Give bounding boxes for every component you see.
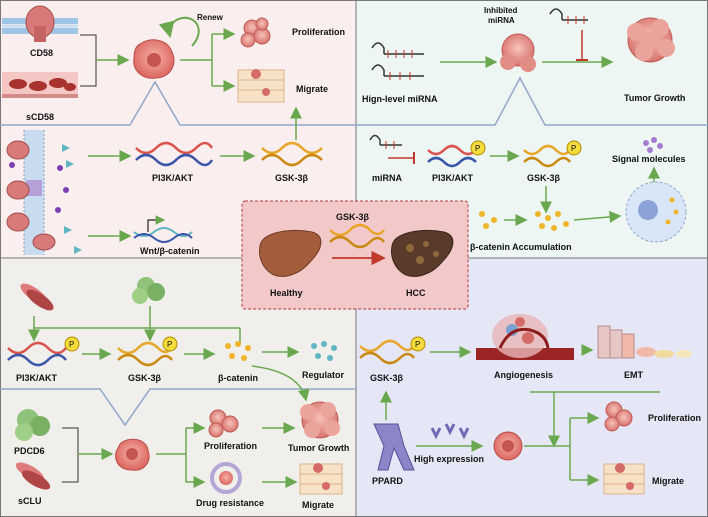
mirna-label: miRNA bbox=[372, 173, 403, 183]
target-cell-icon bbox=[625, 181, 687, 243]
beta-catenin-dots-icon bbox=[225, 341, 251, 361]
pi3k-akt-label: PI3K/AKT bbox=[432, 173, 474, 183]
center-gsk3b-label: GSK-3β bbox=[336, 212, 370, 222]
cancer-cell-icon bbox=[493, 431, 523, 461]
tumor-icon bbox=[300, 401, 340, 439]
angiogenesis-icon bbox=[476, 314, 574, 360]
proliferation-cells-icon bbox=[604, 401, 633, 432]
gsk3b-label: GSK-3β bbox=[128, 373, 162, 383]
divider-line bbox=[0, 388, 356, 427]
signal-molecules-icon bbox=[643, 137, 663, 153]
phospho-badge: P bbox=[475, 144, 480, 153]
gsk3b-helix-icon bbox=[523, 144, 571, 168]
migrate-label: Migrate bbox=[296, 84, 328, 94]
pi3k-akt-label: PI3K/AKT bbox=[16, 373, 58, 383]
complex-protein-icon bbox=[132, 277, 165, 304]
scd58-label: sCD58 bbox=[26, 112, 54, 122]
high-level-mirna-label: Hign-level miRNA bbox=[362, 94, 438, 104]
migrate-tissue-icon bbox=[299, 463, 343, 495]
tumor-growth-label: Tumor Growth bbox=[624, 93, 685, 103]
arrow bbox=[251, 365, 310, 402]
sclu-protein-icon bbox=[15, 462, 51, 490]
angiogenesis-label: Angiogenesis bbox=[494, 370, 553, 380]
cancer-cell-icon bbox=[500, 33, 536, 72]
high-expression-label: High expression bbox=[414, 454, 484, 464]
migrate-tissue-icon bbox=[603, 463, 645, 495]
inhibited-mirna-label-2: miRNA bbox=[488, 16, 515, 25]
healthy-label: Healthy bbox=[270, 288, 303, 298]
inhibited-mirna-icon bbox=[549, 8, 588, 24]
divider-line bbox=[0, 80, 356, 126]
gsk3b-helix-icon bbox=[329, 223, 385, 249]
protein-icon bbox=[20, 283, 54, 311]
regulator-label: Regulator bbox=[302, 370, 345, 380]
migrate-label: Migrate bbox=[652, 476, 684, 486]
phospho-badge: P bbox=[69, 340, 74, 349]
signal-molecules-label: Signal molecules bbox=[612, 154, 686, 164]
beta-catenin-label: β-catenin bbox=[218, 373, 258, 383]
sclu-label: sCLU bbox=[18, 496, 42, 506]
tumor-icon bbox=[627, 17, 675, 63]
dna-helix-icon bbox=[135, 141, 214, 167]
divider-line bbox=[356, 76, 708, 126]
wnt-label: Wnt/β-catenin bbox=[140, 246, 200, 256]
dna-helix-icon bbox=[427, 144, 477, 168]
scd58-icon bbox=[2, 72, 78, 98]
mirna-small-icon bbox=[369, 134, 402, 149]
renew-label: Renew bbox=[197, 13, 224, 22]
cancer-cell-icon bbox=[115, 438, 150, 471]
arrow bbox=[573, 210, 622, 223]
pi3k-akt-label: PI3K/AKT bbox=[152, 173, 194, 183]
phospho-badge: P bbox=[167, 340, 172, 349]
emt-label: EMT bbox=[624, 370, 644, 380]
gsk3b-helix-icon bbox=[117, 341, 173, 367]
gsk3b-label: GSK-3β bbox=[275, 173, 309, 183]
proliferation-label: Proliferation bbox=[204, 441, 257, 451]
gsk3b-helix-icon bbox=[359, 339, 415, 365]
pdcd6-label: PDCD6 bbox=[14, 446, 45, 456]
drug-resistance-icon bbox=[210, 462, 242, 494]
gsk3b-helix-icon bbox=[261, 141, 323, 167]
proliferation-cells-icon bbox=[240, 17, 271, 48]
hcc-liver-icon bbox=[391, 230, 454, 277]
healthy-liver-icon bbox=[259, 230, 322, 277]
renew-loop-arrow bbox=[158, 16, 200, 47]
proliferation-cells-icon bbox=[208, 409, 239, 438]
ppard-receptor-icon bbox=[373, 423, 415, 471]
inhibited-mirna-label-1: Inhibited bbox=[484, 6, 517, 15]
gsk3b-label: GSK-3β bbox=[527, 173, 561, 183]
beta-catenin-dots-icon bbox=[479, 211, 569, 231]
migrate-label: Migrate bbox=[302, 500, 334, 510]
phospho-badge: P bbox=[571, 144, 576, 153]
wnt-gene-icon bbox=[133, 215, 193, 243]
dna-helix-icon bbox=[7, 341, 67, 367]
proliferation-label: Proliferation bbox=[648, 413, 701, 423]
proliferation-label: Proliferation bbox=[292, 27, 345, 37]
tumor-growth-label: Tumor Growth bbox=[288, 443, 349, 453]
ppard-small-icons bbox=[430, 423, 470, 440]
gsk3b-label: GSK-3β bbox=[370, 373, 404, 383]
cancer-cell-icon bbox=[133, 39, 175, 79]
ppard-label: PPARD bbox=[372, 476, 403, 486]
blood-vessel-icon bbox=[6, 130, 82, 255]
emt-cells-icon bbox=[597, 325, 692, 359]
drug-resistance-label: Drug resistance bbox=[196, 498, 264, 508]
hcc-label: HCC bbox=[406, 288, 426, 298]
beta-catenin-accumulation-label: β-catenin Accumulation bbox=[470, 242, 572, 252]
regulator-dots-icon bbox=[311, 341, 337, 361]
cd58-membrane-icon bbox=[2, 5, 78, 42]
center-box bbox=[241, 200, 469, 310]
mirna-hairpin-icon bbox=[371, 42, 424, 80]
phospho-badge: P bbox=[415, 340, 420, 349]
pdcd6-protein-icon bbox=[15, 409, 50, 441]
migrate-tissue-icon bbox=[237, 69, 285, 103]
cd58-label: CD58 bbox=[30, 48, 53, 58]
